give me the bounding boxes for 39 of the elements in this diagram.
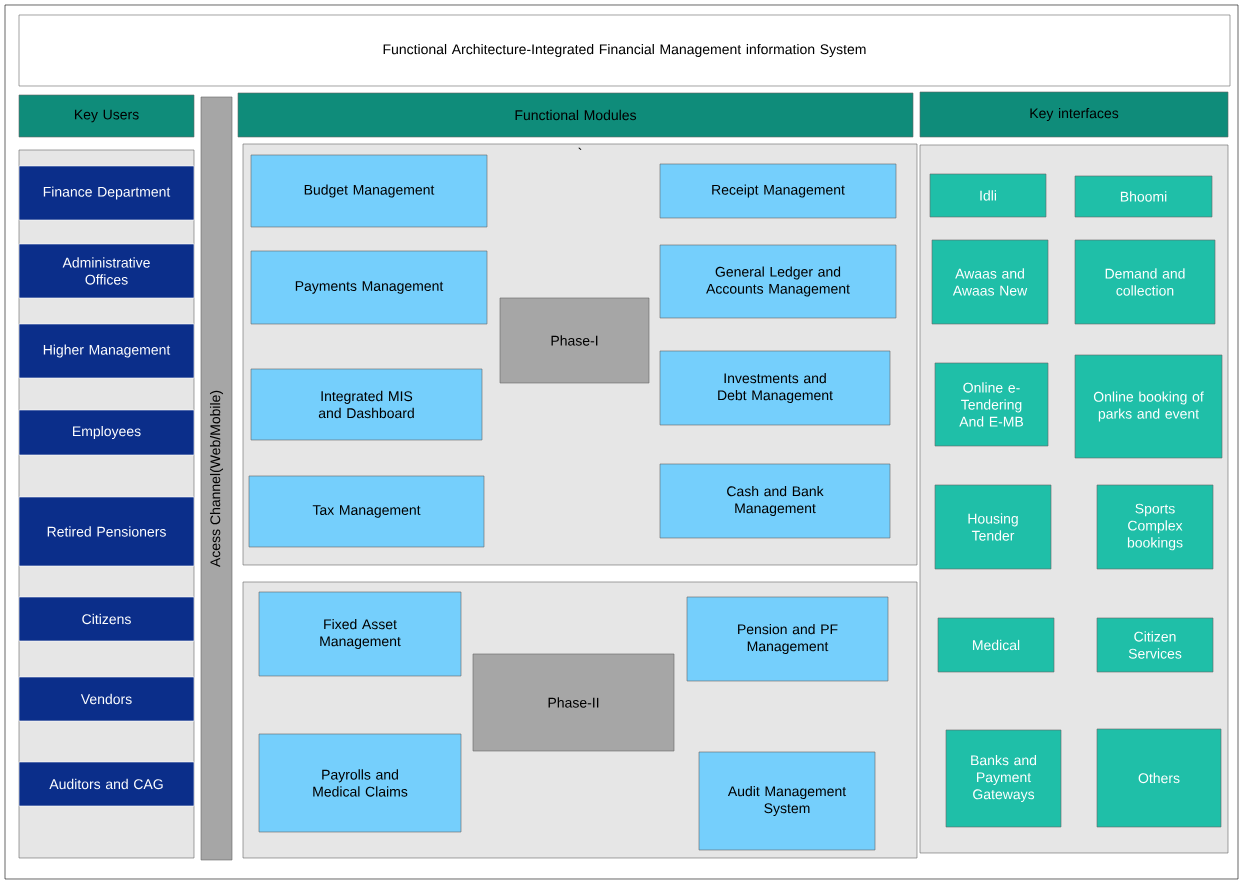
channel-bar: Acess Channel(Web/Mobile)	[200, 96, 233, 861]
header-bar: Key interfaces	[919, 91, 1229, 138]
module-box: General Ledger and Accounts Management	[659, 244, 897, 319]
user-box: Auditors and CAG	[18, 761, 195, 807]
user-box: Citizens	[18, 596, 195, 642]
user-box: Administrative Offices	[18, 243, 195, 299]
module-box: Audit Management System	[698, 751, 876, 851]
module-box: Pension and PF Management	[686, 596, 889, 682]
interface-box: Online booking of parks and event	[1074, 354, 1223, 459]
interface-box: Citizen Services	[1096, 617, 1214, 673]
phase-box: Phase-II	[472, 653, 675, 752]
interface-box: Awaas and Awaas New	[931, 239, 1049, 325]
header-bar: Key Users	[18, 94, 195, 138]
module-box: Cash and Bank Management	[659, 463, 891, 539]
interface-box: Housing Tender	[934, 484, 1052, 570]
user-box: Employees	[18, 409, 195, 456]
interface-box: Medical	[937, 617, 1055, 673]
module-box: Fixed Asset Management	[258, 591, 462, 677]
module-box: Integrated MIS and Dashboard	[250, 368, 483, 441]
interface-box: Banks and Payment Gateways	[945, 729, 1062, 828]
phase-box: Phase-I	[499, 297, 650, 384]
user-box: Higher Management	[18, 323, 195, 379]
interface-box: Bhoomi	[1074, 175, 1213, 218]
interface-box: Idli	[929, 173, 1047, 218]
user-box: Finance Department	[18, 165, 195, 221]
module-box: Tax Management	[248, 475, 485, 548]
user-box: Retired Pensioners	[18, 496, 195, 567]
title-box: Functional Architecture-Integrated Financial Management information System	[18, 14, 1231, 87]
header-bar: Functional Modules	[237, 92, 914, 138]
module-box: Payrolls and Medical Claims	[258, 733, 462, 833]
user-box: Vendors	[18, 676, 195, 722]
module-box: Receipt Management	[659, 163, 897, 219]
interface-box: Others	[1096, 728, 1222, 828]
interface-box: Sports Complex bookings	[1096, 484, 1214, 570]
interface-box: Demand and collection	[1074, 239, 1216, 325]
interface-box: Online e-Tendering And E-MB	[934, 362, 1049, 447]
module-box: Payments Management	[250, 250, 488, 325]
module-box: Budget Management	[250, 154, 488, 228]
module-box: Investments and Debt Management	[659, 350, 891, 426]
